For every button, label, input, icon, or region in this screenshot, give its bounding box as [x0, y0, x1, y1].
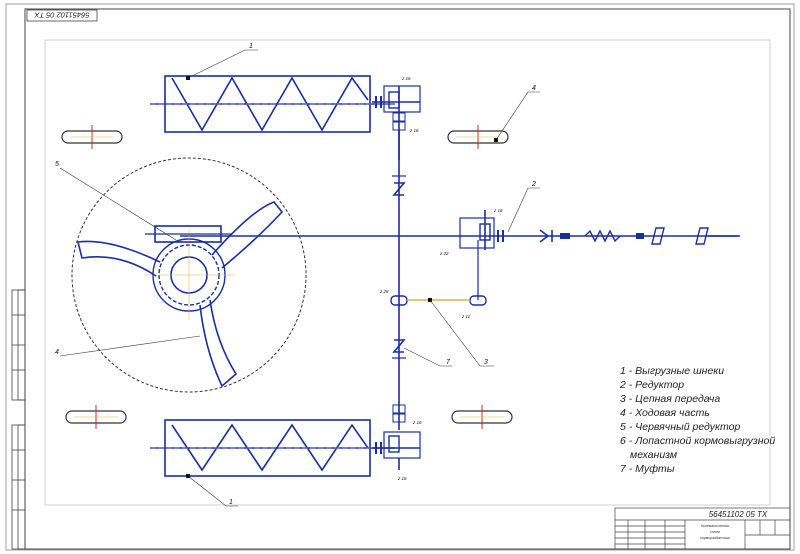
gear-label-right-b: z 22 [439, 251, 449, 256]
drive-shaft-right: z 16 z 22 [180, 208, 740, 256]
wheel-upper-left [61, 125, 123, 149]
legend-item-6-cont: механизм [630, 449, 677, 461]
top-stamp-text: 56451102 05 ТХ [34, 11, 90, 20]
title-block-line1: Кинематическая [701, 524, 729, 528]
inner-frame [24, 8, 791, 550]
outer-border [5, 3, 795, 551]
upper-coupling-icon [392, 175, 406, 196]
legend-item-6: 6 - Лопастной кормовыгрузной [620, 435, 775, 447]
gear-label-right-a: z 16 [493, 208, 503, 213]
drawing-area [44, 39, 771, 506]
legend-item-1: 1 - Выгрузные шнеки [620, 365, 724, 377]
upper-auger [150, 75, 395, 133]
legend: 1 - Выгрузные шнеки 2 - Редуктор 3 - Цеп… [619, 365, 775, 475]
callout-top-left: 1 [249, 43, 253, 50]
callout-top-right: 4 [532, 85, 536, 92]
legend-item-7: 7 - Муфты [620, 463, 675, 475]
title-block-code: 56451102 05 ТХ [709, 510, 768, 519]
title-block-line3: кормораздатчика [700, 536, 729, 540]
gear-label-bottom-b: z 16 [397, 476, 407, 481]
lower-coupling-icon [392, 339, 406, 359]
gear-label-chain-left: z 28 [379, 289, 389, 294]
callout-bottom: 1 [229, 499, 233, 506]
legend-item-3: 3 - Цепная передача [620, 393, 720, 405]
upper-bevel-gearbox: z 16 z 16 [372, 76, 421, 160]
legend-item-2: 2 - Редуктор [619, 379, 684, 391]
callout-center: 3 [484, 359, 488, 366]
wheel-lower-right [451, 405, 513, 429]
top-stamp: 56451102 05 ТХ [26, 9, 98, 22]
lower-bevel-gearbox: z 16 z 16 [372, 404, 422, 481]
legend-item-4: 4 - Ходовая часть [620, 407, 710, 419]
lower-auger [150, 419, 395, 477]
legend-item-5: 5 - Червячный редуктор [620, 421, 741, 433]
gear-label-top-b: z 16 [409, 128, 419, 133]
callout-coupling: 7 [446, 359, 451, 366]
paddle-rotor [71, 157, 307, 393]
callout-right-mid: 2 [531, 181, 536, 188]
gear-label-chain-right: z 11 [461, 314, 471, 319]
callout-left-lower: 4 [55, 349, 59, 356]
gear-label-bottom-a: z 16 [412, 420, 422, 425]
title-block-line2: схема [710, 530, 720, 534]
wheel-upper-right [447, 125, 509, 149]
wheel-lower-left [65, 405, 127, 429]
chain-drive: z 28 z 11 [379, 240, 487, 319]
gear-label-top-a: z 16 [401, 76, 411, 81]
callout-leaders [59, 49, 540, 507]
callout-dots [186, 76, 498, 478]
callout-left-upper: 5 [55, 161, 59, 168]
side-stamp-strips [11, 289, 26, 550]
title-block [614, 507, 791, 550]
rotor-outer-circle [71, 157, 307, 393]
